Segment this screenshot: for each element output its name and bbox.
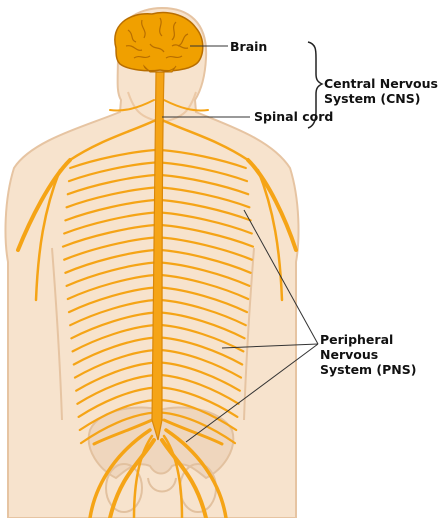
cns-label-line2: System (CNS) (324, 91, 438, 106)
pns-label-line2: Nervous (320, 347, 416, 362)
brain-shape (115, 13, 203, 71)
cns-label: Central Nervous System (CNS) (324, 76, 438, 106)
pns-label: Peripheral Nervous System (PNS) (320, 332, 416, 377)
brain-label: Brain (230, 39, 267, 54)
spinal-cord-label: Spinal cord (254, 109, 333, 124)
brain (115, 13, 203, 72)
pns-label-line3: System (PNS) (320, 362, 416, 377)
cns-label-line1: Central Nervous (324, 76, 438, 91)
pns-label-line1: Peripheral (320, 332, 416, 347)
